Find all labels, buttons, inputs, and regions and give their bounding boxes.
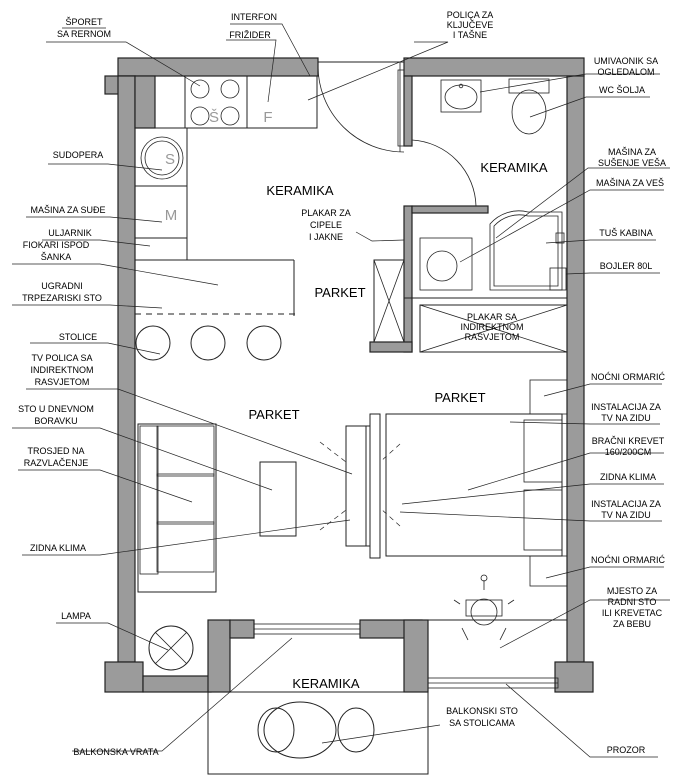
sink-symbol: S	[165, 151, 175, 168]
label-ac-right: ZIDNA KLIMA	[600, 472, 656, 482]
label-sink: SUDOPERA	[53, 150, 104, 160]
room-hall: PARKET	[314, 285, 365, 300]
leader-lines	[12, 23, 670, 758]
balcony	[207, 623, 559, 775]
room-balcony: KERAMIKA	[292, 676, 360, 691]
entrance-door	[317, 60, 405, 153]
walls	[104, 57, 594, 693]
label-fridge: FRIŽIDER	[229, 30, 271, 40]
room-bathroom: KERAMIKA	[480, 160, 548, 175]
label-nightstand-top: NOĆNI ORMARIĆ	[591, 372, 666, 382]
label-oil-cabinet: ULJARNIK	[48, 228, 92, 238]
bedroom	[385, 379, 568, 641]
room-kitchen: KERAMIKA	[266, 183, 334, 198]
label-ac-left: ZIDNA KLIMA	[30, 543, 86, 553]
label-lamp: LAMPA	[61, 611, 91, 621]
bathroom	[411, 78, 567, 291]
label-intercom: INTERFON	[231, 12, 277, 22]
label-washing-machine: MAŠINA ZA VEŠ	[596, 178, 664, 188]
closets	[373, 259, 568, 353]
room-bedroom: PARKET	[434, 390, 485, 405]
dishwasher-symbol: M	[165, 207, 178, 224]
label-dishwasher: MAŠINA ZA SUĐE	[30, 205, 105, 215]
kitchen: Š F S M	[134, 75, 318, 361]
living-room	[137, 413, 401, 671]
label-window: PROZOR	[607, 745, 646, 755]
label-nightstand-bottom: NOĆNI ORMARIĆ	[591, 555, 666, 565]
room-living: PARKET	[248, 407, 299, 422]
label-chairs: STOLICE	[59, 332, 97, 342]
label-toilet: WC ŠOLJA	[599, 85, 645, 95]
fridge-symbol: F	[263, 109, 272, 126]
label-boiler: BOJLER 80L	[600, 261, 653, 271]
stove-symbol: Š	[209, 109, 219, 126]
label-balcony-door: BALKONSKA VRATA	[73, 747, 158, 757]
label-shower: TUŠ KABINA	[599, 228, 653, 238]
